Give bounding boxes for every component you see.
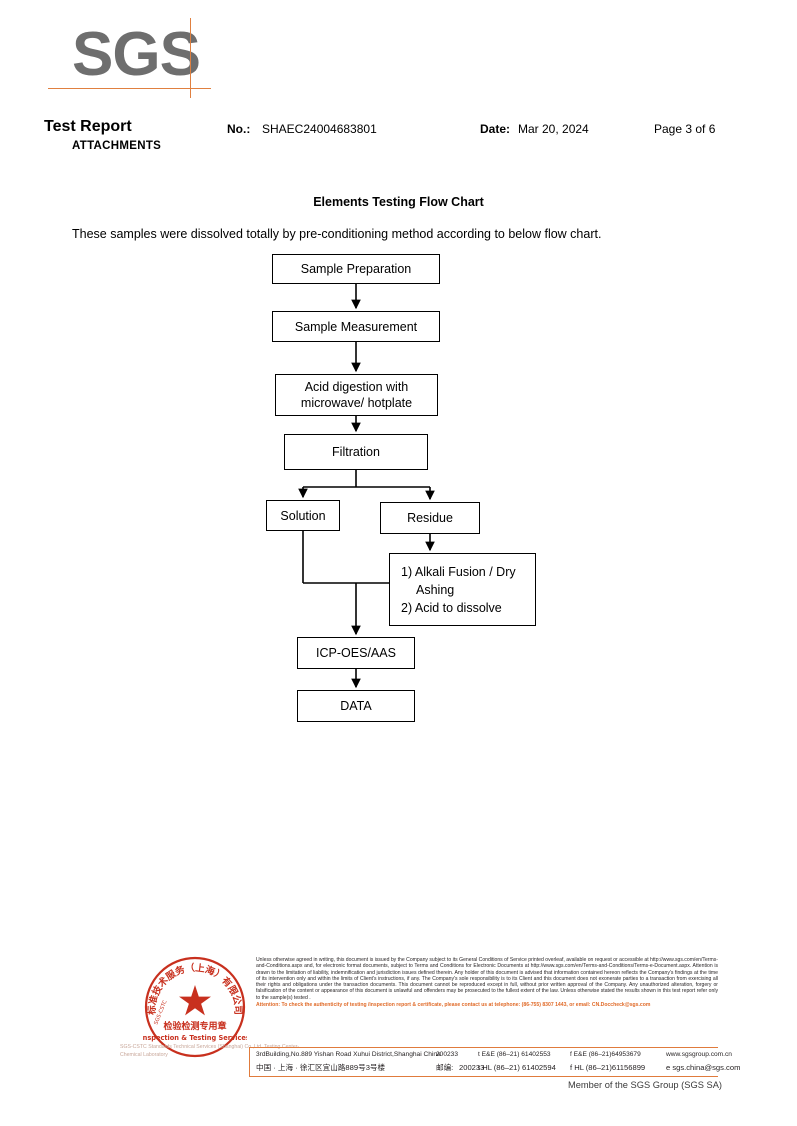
flow-box-acid-digestion: Acid digestion with microwave/ hotplate — [275, 374, 438, 416]
legal-text: Unless otherwise agreed in writing, this… — [256, 957, 718, 1001]
flow-box-sample-measurement: Sample Measurement — [272, 311, 440, 342]
address-rule-bottom — [249, 1076, 718, 1078]
address-rule-left — [249, 1047, 251, 1077]
elements-testing-flow-chart: Sample Preparation Sample Measurement Ac… — [0, 248, 797, 728]
page-number: Page 3 of 6 — [654, 122, 716, 136]
flow-box-residue: Residue — [380, 502, 480, 534]
page-title: Test Report — [44, 118, 132, 135]
flow-box-label: ICP-OES/AAS — [316, 646, 396, 660]
svg-text:检验检测专用章: 检验检测专用章 — [163, 1020, 226, 1032]
flow-box-sample-preparation: Sample Preparation — [272, 254, 440, 284]
fax-ee: f E&E (86–21)64953679 — [570, 1051, 641, 1058]
flowchart-connectors — [298, 284, 435, 689]
flow-box-label-line3: 2) Acid to dissolve — [401, 600, 502, 615]
page-subtitle: ATTACHMENTS — [72, 140, 162, 152]
tel-ee: t E&E (86–21) 61402553 — [478, 1051, 551, 1058]
website: www.sgsgroup.com.cn — [666, 1051, 732, 1058]
address-row-cn: 中国 · 上海 · 徐汇区宜山路889号3号楼 邮编: 200233 t HL … — [256, 1061, 740, 1074]
address-cn-zip: 200233 — [459, 1063, 485, 1072]
report-date-label: Date: — [480, 122, 511, 136]
address-row-en: 3rdBuilding,No.889 Yishan Road Xuhui Dis… — [256, 1048, 732, 1061]
footer-address-block: 3rdBuilding,No.889 Yishan Road Xuhui Dis… — [256, 1048, 740, 1074]
report-no-label: No.: — [227, 122, 251, 136]
logo-vertical-rule — [190, 18, 191, 98]
address-en: 3rdBuilding,No.889 Yishan Road Xuhui Dis… — [256, 1051, 441, 1058]
address-rule-top — [249, 1047, 718, 1048]
section-title: Elements Testing Flow Chart — [313, 195, 484, 209]
flow-box-label-line1: 1) Alkali Fusion / Dry — [401, 564, 516, 579]
tel-hl: t HL (86–21) 61402594 — [478, 1063, 556, 1072]
sgs-logo-text: SGS — [72, 20, 201, 89]
member-of-sgs-group: Member of the SGS Group (SGS SA) — [568, 1080, 722, 1090]
flow-box-label: Filtration — [332, 445, 380, 459]
legal-disclaimer: Unless otherwise agreed in writing, this… — [256, 957, 718, 1008]
address-cn-zip-label: 邮编: — [436, 1063, 454, 1072]
flow-box-label: Residue — [407, 511, 453, 525]
email: e sgs.china@sgs.com — [666, 1063, 741, 1072]
report-date-value: Mar 20, 2024 — [518, 122, 589, 136]
flow-box-label: Sample Measurement — [294, 319, 418, 334]
logo-horizontal-rule — [48, 88, 211, 89]
flow-box-solution: Solution — [266, 500, 340, 531]
flow-box-label: Solution — [280, 508, 326, 523]
flow-box-label-line2: Ashing — [416, 582, 455, 597]
inspection-testing-stamp: 标准技术服务（上海）有限公司 检验检测专用章 Inspection & Test… — [143, 956, 247, 1058]
address-en-zip: 200233 — [436, 1051, 459, 1058]
svg-text:Inspection & Testing Services: Inspection & Testing Services — [143, 1034, 247, 1042]
flow-box-label-line2: microwave/ hotplate — [300, 396, 413, 410]
fax-hl: f HL (86–21)61156899 — [570, 1063, 646, 1072]
flow-box-data: DATA — [297, 690, 415, 722]
report-no-value: SHAEC24004683801 — [262, 122, 377, 136]
flow-box-icp-oes-aas: ICP-OES/AAS — [297, 637, 415, 669]
legal-attention-text: Attention: To check the authenticity of … — [256, 1002, 651, 1009]
intro-paragraph: These samples were dissolved totally by … — [72, 227, 602, 241]
stamp-caption-line1: SGS-CSTC Standards Technical Services (S… — [120, 1044, 263, 1050]
flow-box-alkali-fusion: 1) Alkali Fusion / Dry Ashing 2) Acid to… — [389, 553, 536, 626]
flow-box-label-line1: Acid digestion with — [304, 380, 409, 394]
sgs-logo: SGS — [0, 0, 797, 110]
report-header: Test Report ATTACHMENTS No.: SHAEC240046… — [0, 118, 797, 166]
address-cn: 中国 · 上海 · 徐汇区宜山路889号3号楼 — [256, 1063, 386, 1072]
flow-box-label: DATA — [340, 699, 372, 713]
flow-box-filtration: Filtration — [284, 434, 428, 470]
flow-box-label: Sample Preparation — [300, 262, 412, 276]
